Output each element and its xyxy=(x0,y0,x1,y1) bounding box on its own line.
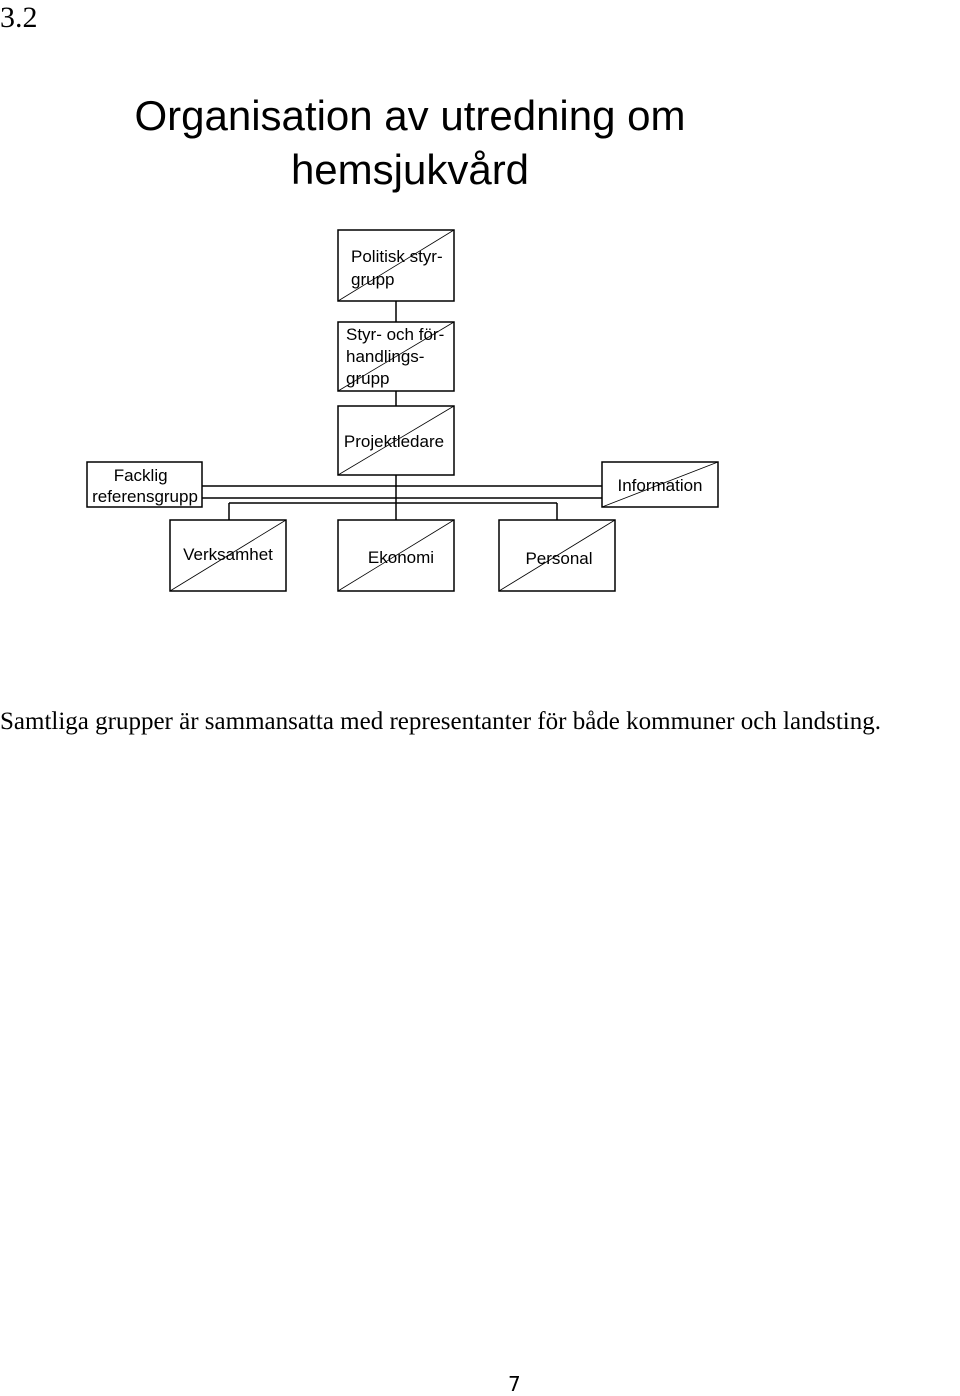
box-ekonomi xyxy=(337,519,455,592)
box-projektledare xyxy=(337,405,455,476)
label-politisk-styrgrupp: Politisk styr- grupp xyxy=(351,247,447,289)
slash-projektledare xyxy=(337,405,455,476)
label-personal: Personal xyxy=(525,549,592,568)
label-projektledare: Projektledare xyxy=(344,432,444,451)
box-styr-forhandlingsgrupp xyxy=(337,321,455,392)
slash-personal xyxy=(498,519,616,592)
slash-information xyxy=(601,461,719,508)
label-line: Styr- och för- xyxy=(346,325,444,344)
caption: Samtliga grupper är sammansatta med repr… xyxy=(0,708,881,735)
label-line: Politisk styr- xyxy=(351,247,443,266)
label-line: grupp xyxy=(346,369,389,388)
box-politisk-styrgrupp xyxy=(337,229,455,302)
label-verksamhet: Verksamhet xyxy=(183,545,273,564)
box-information xyxy=(601,461,719,508)
label-line: grupp xyxy=(351,270,394,289)
page-title-line-1: Organisation av utredning om xyxy=(134,92,686,139)
box-verksamhet xyxy=(169,519,287,592)
slash-politisk xyxy=(337,229,455,302)
label-line: handlings- xyxy=(346,347,424,366)
page-number: 7 xyxy=(508,1372,521,1396)
org-chart: Politisk styr- grupp Styr- och för- hand… xyxy=(86,229,719,592)
label-line: Facklig xyxy=(114,466,168,485)
label-ekonomi: Ekonomi xyxy=(368,548,434,567)
label-facklig-referensgrupp: Facklig referensgrupp xyxy=(92,466,198,506)
label-line: referensgrupp xyxy=(92,487,198,506)
section-number: 3.2 xyxy=(0,1,38,34)
slash-styr xyxy=(337,321,455,392)
slash-ekonomi xyxy=(337,519,455,592)
label-information: Information xyxy=(617,476,702,495)
box-facklig-referensgrupp xyxy=(86,461,203,508)
label-styr-forhandlingsgrupp: Styr- och för- handlings- grupp xyxy=(346,325,449,388)
page-title-line-2: hemsjukvård xyxy=(290,146,530,193)
slash-verksamhet xyxy=(169,519,287,592)
box-personal xyxy=(498,519,616,592)
